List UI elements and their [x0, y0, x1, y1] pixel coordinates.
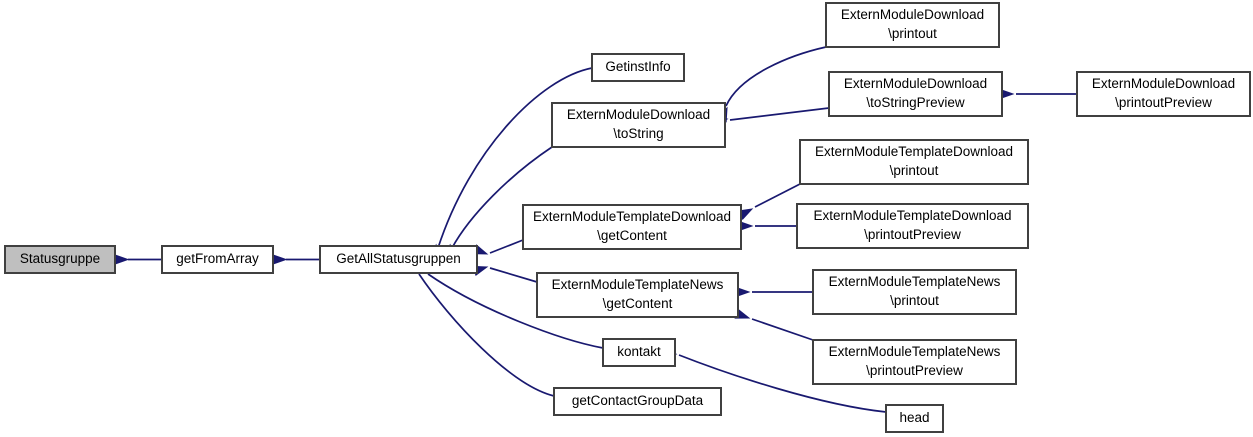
graph-node-kontakt[interactable]: kontakt — [602, 338, 676, 367]
node-box[interactable] — [1076, 71, 1251, 117]
graph-edge — [751, 318, 814, 341]
graph-node-emtd_getcontent[interactable]: ExternModuleTemplateDownload\getContent — [522, 204, 742, 250]
node-box[interactable] — [553, 387, 722, 416]
node-box[interactable] — [536, 272, 739, 318]
node-box[interactable] — [319, 245, 478, 274]
edges-layer — [128, 46, 1077, 413]
graph-edge — [427, 273, 604, 349]
graph-edge — [451, 146, 553, 249]
graph-node-emd_tostring[interactable]: ExternModuleDownload\toString — [551, 102, 726, 148]
graph-node-emd_tostringprev[interactable]: ExternModuleDownload\toStringPreview — [828, 71, 1003, 117]
graph-node-emtn_getcontent[interactable]: ExternModuleTemplateNews\getContent — [536, 272, 739, 318]
node-box[interactable] — [812, 269, 1017, 315]
graph-edge — [489, 267, 538, 283]
graph-node-emtn_printout[interactable]: ExternModuleTemplateNews\printout — [812, 269, 1017, 315]
graph-node-getfromarray[interactable]: getFromArray — [161, 245, 274, 274]
graph-arrowhead — [114, 254, 130, 265]
node-box[interactable] — [4, 245, 116, 274]
node-box[interactable] — [591, 53, 685, 82]
graph-node-emtd_printout[interactable]: ExternModuleTemplateDownload\printout — [799, 139, 1029, 185]
node-box[interactable] — [828, 71, 1003, 117]
graph-edge — [489, 239, 524, 254]
node-box[interactable] — [796, 203, 1029, 249]
node-box[interactable] — [812, 339, 1017, 385]
graph-node-emd_printout[interactable]: ExternModuleDownload\printout — [825, 2, 1000, 48]
graph-arrowhead — [272, 254, 288, 265]
node-box[interactable] — [885, 404, 944, 433]
graph-node-emd_printoutprev[interactable]: ExternModuleDownload\printoutPreview — [1076, 71, 1251, 117]
graph-edge — [437, 67, 593, 249]
node-box[interactable] — [161, 245, 274, 274]
nodes-layer: Statusgruppe getFromArray GetAllStatusgrup… — [4, 2, 1251, 433]
node-box[interactable] — [522, 204, 742, 250]
graph-edge — [754, 183, 801, 208]
graph-node-head[interactable]: head — [885, 404, 944, 433]
graph-node-emtn_printoutprev[interactable]: ExternModuleTemplateNews\printoutPreview — [812, 339, 1017, 385]
graph-node-emtd_printoutprev[interactable]: ExternModuleTemplateDownload\printoutPre… — [796, 203, 1029, 249]
node-box[interactable] — [551, 102, 726, 148]
graph-edge — [418, 273, 555, 397]
node-box[interactable] — [799, 139, 1029, 185]
graph-node-getinstinfo[interactable]: GetinstInfo — [591, 53, 685, 82]
graph-edge — [678, 354, 887, 413]
graph-edge — [729, 107, 830, 121]
graph-edge — [725, 46, 827, 107]
node-box[interactable] — [602, 338, 676, 367]
graph-node-statusgruppe[interactable]: Statusgruppe — [4, 245, 116, 274]
node-box[interactable] — [825, 2, 1000, 48]
graph-node-getcontactgroup[interactable]: getContactGroupData — [553, 387, 722, 416]
graph-node-getallstatus[interactable]: GetAllStatusgruppen — [319, 245, 478, 274]
